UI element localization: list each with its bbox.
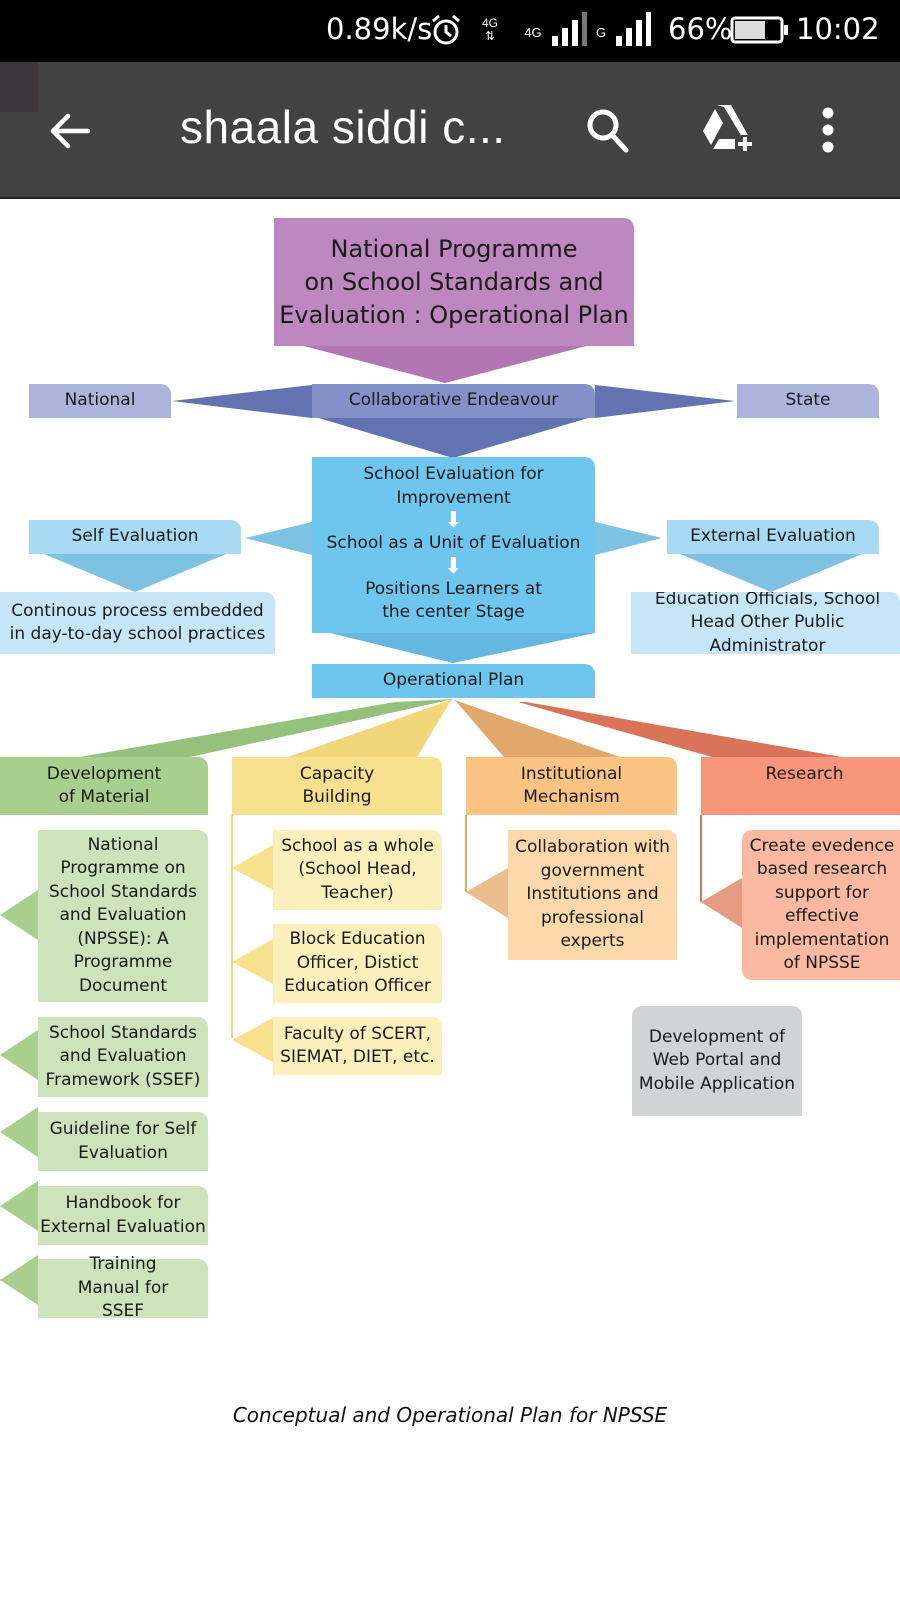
top-title-line-1: National Programme: [330, 234, 578, 263]
self-evaluation-box: Self Evaluation: [29, 520, 241, 554]
external-evaluation-box: External Evaluation: [667, 520, 879, 554]
self-eval-wing: [245, 522, 312, 555]
signal-4g-icon: [550, 12, 590, 46]
diagram-connectors: [0, 345, 862, 1305]
dev-pointer-3: [0, 1107, 38, 1157]
fan-capacity: [288, 699, 454, 757]
battery-icon: [730, 16, 790, 44]
external-eval-wing: [595, 522, 662, 555]
dev-pointer-5: [0, 1255, 38, 1305]
research-item-1-text: Create evedence based research support f…: [749, 835, 895, 974]
add-to-drive-button[interactable]: [694, 98, 758, 162]
web-portal-box: Development of Web Portal and Mobile App…: [632, 1006, 802, 1116]
dev-pointer-4: [0, 1181, 38, 1231]
cap-pointer-3: [232, 1018, 273, 1062]
fan-development: [80, 699, 454, 757]
inst-pointer: [466, 868, 508, 918]
search-button[interactable]: [578, 100, 638, 160]
arrow-left-icon: [50, 113, 91, 149]
dev-item-1: National Programme on School Standards a…: [38, 830, 208, 1002]
collab-down-arrow: [312, 416, 595, 458]
top-title-line-2: on School Standards and: [304, 267, 604, 296]
top-title-line-3: Evaluation : Operational Plan: [279, 300, 629, 329]
center-box: School Evaluation for Improvement ⬇ Scho…: [312, 457, 595, 633]
cap-item-2: Block Education Officer, Distict Educati…: [273, 924, 442, 1003]
document-page: National Programme on School Standards a…: [0, 200, 900, 1600]
cap-pointer-1: [232, 845, 273, 890]
research-pointer: [701, 878, 742, 928]
fan-research: [518, 702, 842, 757]
top-title-box: National Programme on School Standards a…: [274, 218, 634, 346]
document-title: shaala siddi c...: [180, 101, 506, 153]
operational-plan-box: Operational Plan: [312, 664, 595, 698]
search-icon: [587, 109, 629, 153]
down-arrow-icon: ⬇: [444, 553, 463, 579]
back-button[interactable]: [40, 102, 98, 160]
signal-4g-label-icon: 4G: [524, 24, 542, 40]
more-vert-icon: [822, 107, 834, 153]
dev-pointer-1: [0, 890, 38, 940]
add-to-drive-icon: [703, 105, 753, 151]
self-evaluation-desc: Continous process embedded in day-to-day…: [0, 592, 275, 654]
cap-item-1: School as a whole (School Head, Teacher): [273, 830, 442, 910]
cap-item-3: Faculty of SCERT, SIEMAT, DIET, etc.: [273, 1017, 442, 1075]
dev-item-5: Training Manual for SSEF: [38, 1254, 208, 1321]
alarm-icon: [428, 12, 464, 48]
clock: 10:02: [796, 12, 880, 46]
national-wing: [172, 385, 312, 418]
more-options-button[interactable]: [806, 100, 850, 160]
research-item-1: Create evedence based research support f…: [742, 830, 900, 980]
column-development-header: Development of Material: [0, 757, 208, 815]
inst-item-1: Collaboration with government Institutio…: [508, 830, 677, 960]
dev-item-3: Guideline for Self Evaluation: [38, 1112, 208, 1171]
app-bar-corner: [0, 62, 38, 112]
dev-item-2: School Standards and Evaluation Framewor…: [38, 1017, 208, 1097]
status-bar: 0.89k/s 4G⇅ 4G G 66% 10:02: [0, 0, 900, 62]
column-research-header: Research: [701, 757, 900, 815]
state-box: State: [737, 384, 879, 418]
app-bar: shaala siddi c...: [0, 62, 900, 199]
signal-g-icon: [614, 12, 654, 46]
dev-pointer-2: [0, 1030, 38, 1080]
center-line-1: School Evaluation for Improvement: [363, 464, 544, 508]
figure-caption: Conceptual and Operational Plan for NPSS…: [232, 1403, 668, 1427]
column-capacity-header: Capacity Building: [232, 757, 442, 815]
external-evaluation-desc-text: Education Officials, School Head Other P…: [654, 592, 881, 654]
center-down-arrow: [330, 633, 595, 663]
external-eval-down-arrow: [680, 554, 862, 592]
cap-pointer-2: [232, 939, 273, 984]
state-wing: [595, 385, 735, 418]
top-arrow: [300, 345, 590, 383]
self-eval-down-arrow: [44, 554, 226, 592]
center-line-3: Positions Learners at the center Stage: [365, 578, 542, 623]
down-arrow-icon: ⬇: [444, 508, 463, 533]
dev-item-4: Handbook for External Evaluation: [38, 1186, 208, 1245]
data-4g-icon: 4G⇅: [481, 16, 498, 43]
signal-g-label-icon: G: [595, 24, 607, 40]
battery-percent: 66%: [668, 12, 733, 46]
network-speed: 0.89k/s: [326, 12, 433, 46]
collaborative-box: Collaborative Endeavour: [312, 384, 595, 418]
national-box: National: [29, 384, 171, 418]
fan-institutional: [454, 699, 620, 757]
external-evaluation-desc: Education Officials, School Head Other P…: [631, 592, 900, 654]
center-line-2: School as a Unit of Evaluation: [326, 533, 581, 553]
column-institutional-header: Institutional Mechanism: [466, 757, 677, 815]
